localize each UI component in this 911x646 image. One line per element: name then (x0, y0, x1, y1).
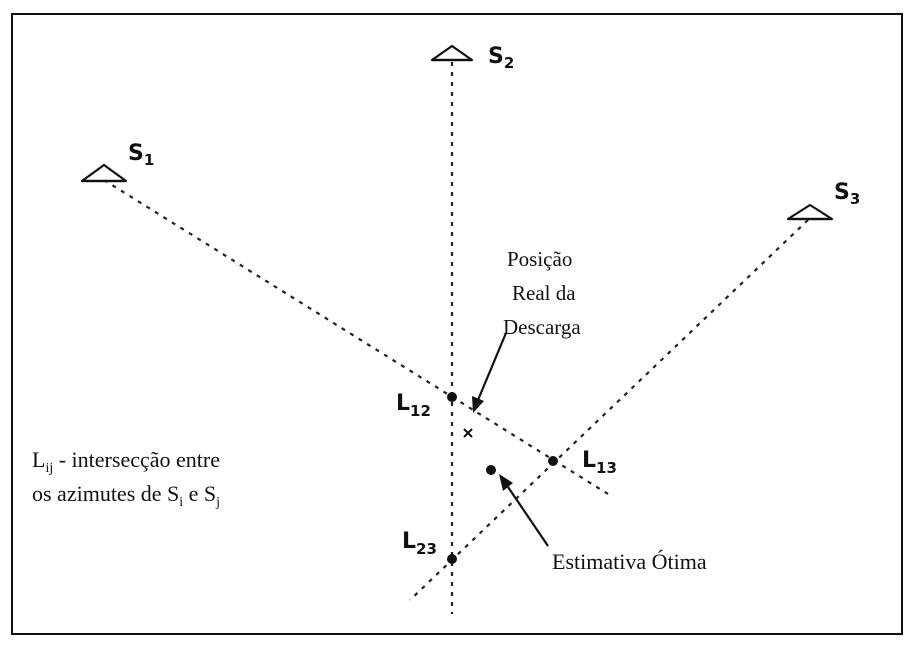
optimal-estimate-arrow (507, 486, 549, 547)
station-s1-label: S1 (128, 141, 154, 169)
station-s1: S1 (80, 141, 154, 183)
optimal-estimate-point (486, 465, 496, 475)
real-position-arrow (476, 332, 508, 401)
station-s1-triangle-icon (80, 163, 128, 183)
station-s2: S2 (430, 44, 514, 72)
intersection-point-l12 (447, 392, 457, 402)
real-position-arrowhead-icon (472, 396, 484, 413)
azimuth-line-s3 (409, 219, 809, 601)
optimal-estimate-label: Estimativa Ótima (552, 549, 707, 574)
station-s3-label: S3 (834, 180, 860, 208)
legend: Lij - intersecção entre os azimutes de S… (32, 447, 220, 510)
intersection-label-l23: L23 (402, 529, 437, 558)
station-s3-triangle-icon (786, 203, 834, 221)
intersection-label-l13: L13 (582, 448, 617, 477)
intersection-label-l12: L12 (396, 391, 431, 420)
station-s2-label: S2 (488, 44, 514, 72)
real-position-marker-icon (463, 428, 473, 438)
station-s2-triangle-icon (430, 44, 474, 62)
diagram-frame (11, 13, 903, 635)
intersection-point-l13 (548, 456, 558, 466)
station-s3: S3 (786, 180, 860, 221)
real-position-label: Posição Real da Descarga (503, 247, 581, 339)
legend-line-2: os azimutes de Si e Sj (32, 481, 220, 510)
optimal-estimate-arrowhead-icon (499, 474, 513, 491)
intersection-point-l23 (447, 554, 457, 564)
legend-line-1: Lij - intersecção entre (32, 447, 220, 476)
